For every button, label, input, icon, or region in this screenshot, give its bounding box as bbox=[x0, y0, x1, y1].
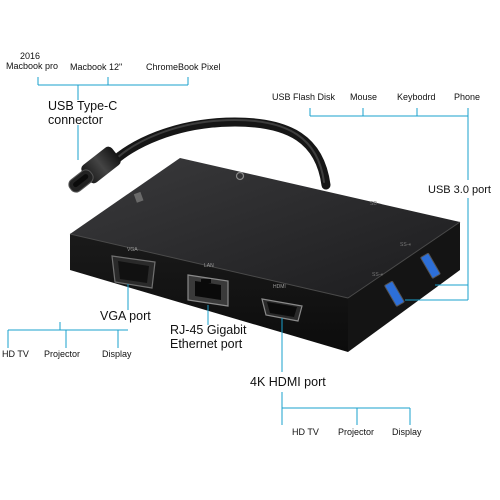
label-4k-hdmi-port: 4K HDMI port bbox=[250, 375, 326, 389]
label-hdmi-hd-tv: HD TV bbox=[292, 427, 319, 437]
label-hdmi-display: Display bbox=[392, 427, 422, 437]
label-rj45-line1: RJ-45 Gigabit bbox=[170, 323, 247, 337]
headphone-icon bbox=[235, 171, 245, 181]
label-hdmi-projector: Projector bbox=[338, 427, 375, 437]
label-macbook-12: Macbook 12" bbox=[70, 62, 123, 72]
hdmi-port-marking: HDMI bbox=[273, 284, 286, 290]
usb3-port-2 bbox=[384, 280, 405, 307]
label-macbook-pro-line2: Macbook pro bbox=[6, 60, 59, 71]
label-rj45-line2: Ethernet port bbox=[170, 336, 243, 351]
hdmi-port bbox=[261, 298, 303, 322]
device-right-face bbox=[348, 222, 460, 352]
label-rj45-ethernet-port: RJ-45 Gigabit Ethernet port bbox=[170, 323, 247, 352]
device-top-face bbox=[70, 158, 460, 298]
usb-c-cable-highlight bbox=[113, 118, 325, 183]
svg-text:SS⇥: SS⇥ bbox=[372, 272, 383, 278]
label-usb-type-c-line1: USB Type-C bbox=[48, 99, 118, 113]
svg-text:SS⇥: SS⇥ bbox=[400, 242, 411, 248]
label-keyboard: Keybodrd bbox=[397, 92, 436, 102]
label-vga-projector: Projector bbox=[44, 349, 81, 359]
label-usb-type-c-connector: USB Type-C connector bbox=[48, 99, 118, 128]
lan-port-marking: LAN bbox=[204, 263, 214, 269]
label-usb-3-port: USB 3.0 port bbox=[428, 184, 491, 196]
label-mouse: Mouse bbox=[350, 92, 378, 102]
callout-lines bbox=[7, 77, 469, 425]
usb3-port-1 bbox=[420, 252, 441, 279]
sd-card-icon bbox=[133, 191, 144, 203]
usb-c-plug bbox=[68, 146, 121, 193]
vga-port-marking: VGA bbox=[127, 247, 138, 253]
usb-symbol-icon: SD SS⇥ SS⇥ bbox=[370, 201, 411, 278]
label-usb-type-c-line2: connector bbox=[48, 112, 103, 127]
label-chromebook-pixel: ChromeBook Pixel bbox=[146, 62, 221, 72]
label-usb-flash-disk: USB Flash Disk bbox=[272, 92, 336, 102]
vga-port bbox=[111, 255, 156, 289]
label-2016-macbook-pro: 2016 Macbook pro bbox=[6, 51, 59, 72]
label-phone: Phone bbox=[454, 92, 481, 102]
label-vga-hd-tv: HD TV bbox=[2, 349, 29, 359]
label-vga-port: VGA port bbox=[100, 309, 151, 323]
label-vga-display: Display bbox=[102, 349, 132, 359]
label-2016-line1: 2016 bbox=[20, 51, 41, 61]
rj45-port bbox=[187, 274, 229, 307]
svg-text:SD: SD bbox=[370, 201, 377, 207]
